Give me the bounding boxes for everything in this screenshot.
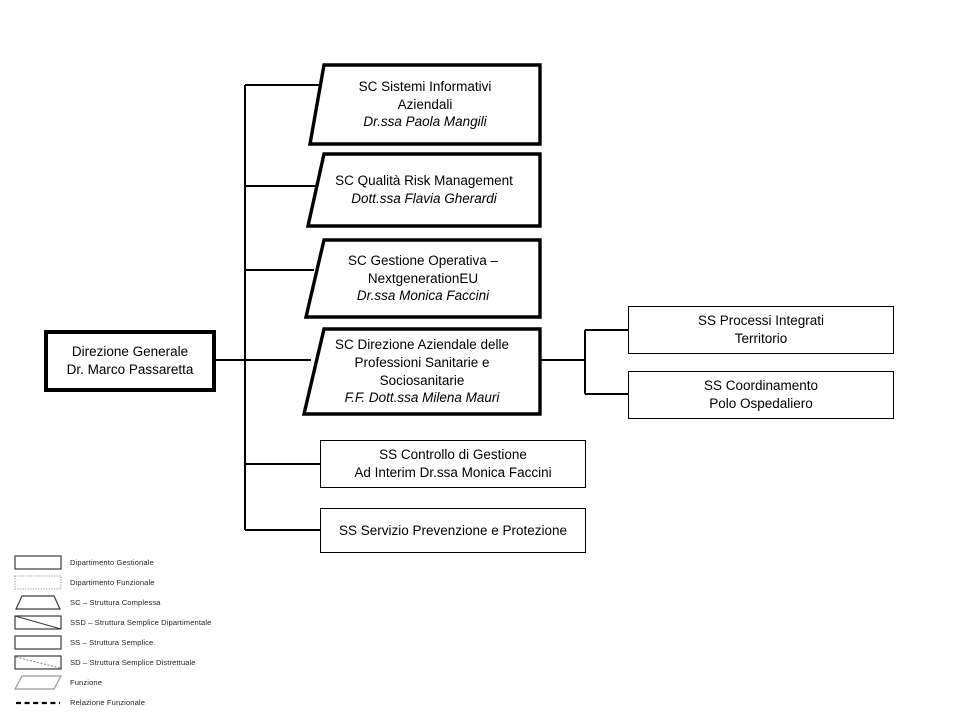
node-line-1: NextgenerationEU bbox=[367, 270, 479, 286]
legend-item: SS – Struttura Semplice bbox=[14, 632, 254, 652]
legend-label: Funzione bbox=[70, 677, 103, 687]
node-line-3: F.F. Dott.ssa Milena Mauri bbox=[344, 390, 500, 406]
node-line-1: Aziendali bbox=[397, 96, 453, 112]
node-line-0: SC Direzione Aziendale delle bbox=[334, 336, 510, 352]
root-line-0: Direzione Generale bbox=[71, 344, 189, 360]
legend-rect-diagonal-dashed-icon bbox=[14, 654, 62, 670]
node-sc-qualita-risk-management[interactable]: SC Qualità Risk Management Dott.ssa Flav… bbox=[306, 152, 542, 228]
node-sc-gestione-operativa[interactable]: SC Gestione Operativa – NextgenerationEU… bbox=[304, 238, 542, 319]
legend-label: Dipartimento Funzionale bbox=[70, 577, 155, 587]
trapezoid-shape bbox=[306, 152, 542, 228]
node-line-1: Ad Interim Dr.ssa Monica Faccini bbox=[354, 465, 552, 480]
node-line-2: Sociosanitarie bbox=[379, 372, 465, 388]
root-line-1: Dr. Marco Passaretta bbox=[66, 362, 194, 377]
node-sc-direzione-professioni-sanitarie[interactable]: SC Direzione Aziendale delle Professioni… bbox=[302, 327, 542, 416]
legend-label: SS – Struttura Semplice bbox=[70, 637, 154, 647]
node-line-1: Polo Ospedaliero bbox=[709, 396, 813, 411]
legend-label: SC – Struttura Complessa bbox=[70, 597, 161, 607]
node-line-2: Dr.ssa Monica Faccini bbox=[356, 288, 490, 304]
legend-parallelogram-icon bbox=[14, 674, 62, 690]
legend-item: SSD – Struttura Semplice Dipartimentale bbox=[14, 612, 254, 632]
root-node[interactable]: Direzione Generale Dr. Marco Passaretta bbox=[44, 330, 216, 392]
legend-rect-solid-icon bbox=[14, 554, 62, 570]
node-line-0: SC Gestione Operativa – bbox=[347, 252, 499, 268]
legend-item: SD – Struttura Semplice Distrettuale bbox=[14, 652, 254, 672]
node-line-0: SS Processi Integrati bbox=[697, 313, 825, 329]
legend-rect-diagonal-icon bbox=[14, 614, 62, 630]
node-ss-processi-integrati-territorio[interactable]: SS Processi Integrati Territorio bbox=[628, 306, 894, 354]
node-line-0: SC Sistemi Informativi bbox=[358, 78, 492, 94]
node-line-0: SS Controllo di Gestione bbox=[379, 447, 527, 463]
legend-label: Dipartimento Gestionale bbox=[70, 557, 154, 567]
node-ss-coordinamento-polo-ospedaliero[interactable]: SS Coordinamento Polo Ospedaliero bbox=[628, 371, 894, 419]
legend-item: Dipartimento Funzionale bbox=[14, 572, 254, 592]
node-ss-servizio-prevenzione-protezione[interactable]: SS Servizio Prevenzione e Protezione bbox=[320, 508, 586, 553]
node-line-1: Professioni Sanitarie e bbox=[354, 354, 490, 370]
node-line-1: Dott.ssa Flavia Gherardi bbox=[351, 191, 497, 206]
legend-trapezoid-icon bbox=[14, 594, 62, 610]
trapezoid-shape bbox=[302, 327, 542, 416]
node-line-0: SS Coordinamento bbox=[703, 378, 819, 394]
legend-item: SC – Struttura Complessa bbox=[14, 592, 254, 612]
legend-label: SD – Struttura Semplice Distrettuale bbox=[70, 657, 196, 667]
node-line-0: SC Qualità Risk Management bbox=[335, 173, 513, 189]
legend: Dipartimento Gestionale Dipartimento Fun… bbox=[14, 552, 254, 712]
trapezoid-shape bbox=[308, 63, 542, 146]
legend-label: Relazione Funzionale bbox=[70, 697, 146, 707]
legend-rect-solid-icon bbox=[14, 634, 62, 650]
node-line-2: Dr.ssa Paola Mangili bbox=[363, 114, 487, 130]
legend-item: Dipartimento Gestionale bbox=[14, 552, 254, 572]
legend-rect-dotted-icon bbox=[14, 574, 62, 590]
node-sc-sistemi-informativi-aziendali[interactable]: SC Sistemi Informativi Aziendali Dr.ssa … bbox=[308, 63, 542, 146]
node-line-0: SS Servizio Prevenzione e Protezione bbox=[338, 522, 568, 538]
trapezoid-shape bbox=[304, 238, 542, 319]
legend-item: Relazione Funzionale bbox=[14, 692, 254, 712]
node-line-1: Territorio bbox=[734, 331, 788, 346]
legend-label: SSD – Struttura Semplice Dipartimentale bbox=[70, 617, 212, 627]
legend-dashed-line-icon bbox=[14, 695, 62, 710]
legend-item: Funzione bbox=[14, 672, 254, 692]
node-ss-controllo-di-gestione[interactable]: SS Controllo di Gestione Ad Interim Dr.s… bbox=[320, 440, 586, 488]
